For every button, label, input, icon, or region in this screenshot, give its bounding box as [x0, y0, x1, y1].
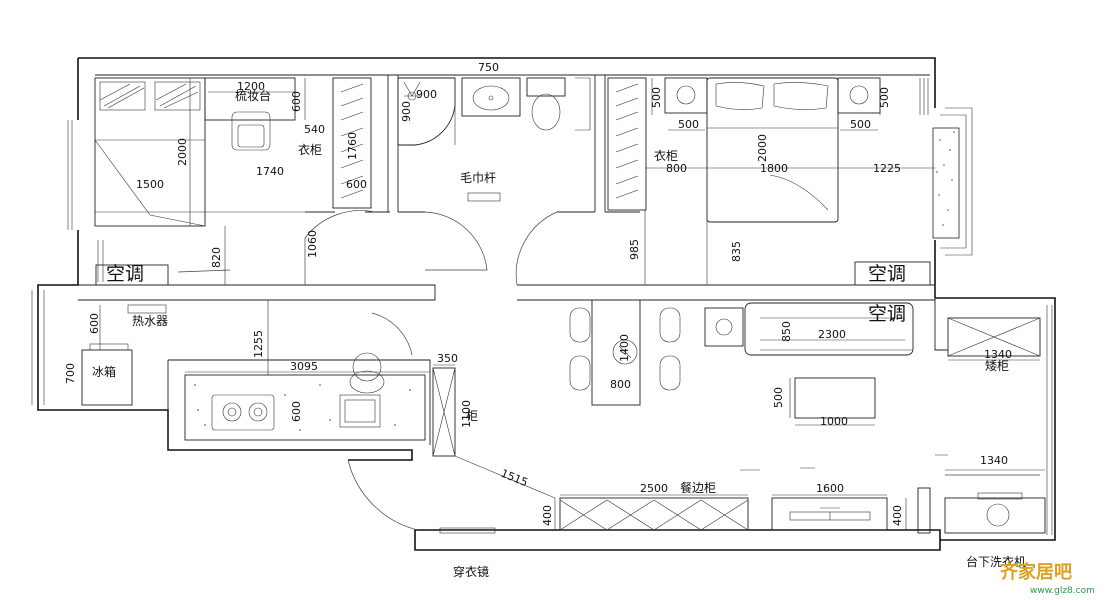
master-bedroom: [607, 77, 931, 286]
dim-985: 985: [628, 239, 641, 260]
dim-500: 500: [850, 118, 871, 131]
dim-1760: 1760: [346, 132, 359, 160]
label-towel-bar: 毛巾杆: [460, 171, 496, 185]
dim-1800: 1800: [760, 162, 788, 175]
label-wardrobe-left: 衣柜: [298, 142, 322, 157]
dining: [569, 299, 681, 406]
balcony-texture: [936, 131, 955, 226]
dim-2500: 2500: [640, 482, 668, 495]
dim-1200: 1200: [237, 80, 265, 93]
dim-400: 400: [891, 505, 904, 526]
watermark: 齐家居吧 www.glz8.com: [1000, 561, 1095, 596]
dim-700: 700: [64, 363, 77, 384]
dim-900: 900: [400, 101, 413, 122]
dim-900: 900: [416, 88, 437, 101]
dim-400: 400: [541, 505, 554, 526]
label-ac-right: 空调: [868, 263, 906, 285]
label-washer: 台下洗衣机: [966, 554, 1026, 569]
room-labels: 梳妆台 衣柜 衣柜 毛巾杆 空调 空调 空调 热水器 冰箱 柜 矮柜 餐边柜 穿…: [92, 88, 1026, 579]
label-ac-living: 空调: [868, 303, 906, 325]
living: [454, 302, 1041, 499]
label-fridge: 冰箱: [92, 364, 116, 379]
label-ac-left: 空调: [106, 263, 144, 285]
dim-1340: 1340: [980, 454, 1008, 467]
dim-540: 540: [304, 123, 325, 136]
dim-1740: 1740: [256, 165, 284, 178]
label-tall-cabinet: 柜: [466, 409, 478, 423]
counter-texture: [194, 384, 411, 431]
left-bedroom: [94, 77, 376, 286]
dim-500: 500: [878, 87, 891, 108]
dim-3095: 3095: [290, 360, 318, 373]
dim-1225: 1225: [873, 162, 901, 175]
dim-1500: 1500: [136, 178, 164, 191]
dim-2000: 2000: [176, 138, 189, 166]
dim-600: 600: [290, 91, 303, 112]
dim-2000: 2000: [756, 134, 769, 162]
windows: [31, 107, 1053, 535]
dim-1515: 1515: [499, 467, 530, 490]
dim-2300: 2300: [818, 328, 846, 341]
dim-1600: 1600: [816, 482, 844, 495]
label-vanity: 梳妆台: [235, 88, 271, 103]
watermark-brand: 齐家居吧: [1000, 561, 1072, 583]
kitchen: [81, 304, 456, 457]
dim-600: 600: [346, 178, 367, 191]
dim-1255: 1255: [252, 330, 265, 358]
dim-820: 820: [210, 247, 223, 268]
dim-600: 600: [88, 313, 101, 334]
dim-800: 800: [666, 162, 687, 175]
dim-1060: 1060: [306, 230, 319, 258]
sideboards: [347, 459, 1046, 534]
dim-600: 600: [290, 401, 303, 422]
dim-1400: 1400: [618, 334, 631, 362]
dimension-lines: [81, 74, 1045, 530]
label-wardrobe-right: 衣柜: [654, 148, 678, 163]
dim-500: 500: [678, 118, 699, 131]
label-sideboard: 餐边柜: [680, 480, 716, 495]
label-water-heater: 热水器: [132, 314, 168, 328]
label-low-cabinet: 矮柜: [985, 359, 1009, 373]
watermark-url: www.glz8.com: [1030, 586, 1095, 596]
dim-850: 850: [780, 321, 793, 342]
dimension-labels: 1200 600 540 1760 2000 1740 600 1500 820…: [64, 61, 1012, 526]
dim-350: 350: [437, 352, 458, 365]
dim-500: 500: [650, 87, 663, 108]
balcony-panel: [932, 127, 960, 239]
dim-750: 750: [478, 61, 499, 74]
dim-1000: 1000: [820, 415, 848, 428]
label-dressing-mirror: 穿衣镜: [453, 564, 489, 579]
dim-835: 835: [730, 241, 743, 262]
dim-800: 800: [610, 378, 631, 391]
dim-1340: 1340: [984, 348, 1012, 361]
dim-1100: 1100: [460, 400, 473, 428]
dim-500: 500: [772, 387, 785, 408]
